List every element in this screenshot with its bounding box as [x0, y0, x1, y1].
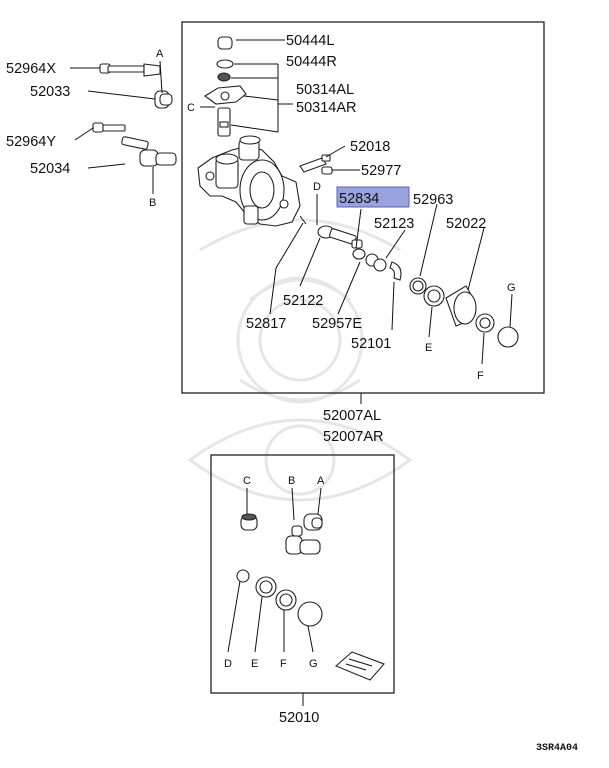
- bleeder-washer[interactable]: [216, 59, 234, 69]
- label-52817[interactable]: 52817: [246, 316, 286, 332]
- guide-pin-lower[interactable]: [92, 122, 149, 150]
- callout-c-kit: C: [243, 475, 251, 487]
- piston-52022[interactable]: [445, 285, 477, 327]
- label-52977[interactable]: 52977: [361, 163, 401, 179]
- seal-52963[interactable]: [409, 277, 427, 295]
- label-52964x[interactable]: 52964X: [6, 61, 56, 77]
- kit-bleeder-cap-c[interactable]: [240, 513, 258, 531]
- kit-pin-boot-b[interactable]: [285, 525, 321, 555]
- bleeder-cap[interactable]: [217, 36, 233, 50]
- label-50314ar[interactable]: 50314AR: [296, 100, 356, 116]
- bleeder-nut[interactable]: [217, 72, 231, 82]
- guide-pin-upper[interactable]: [99, 63, 161, 77]
- callout-f-top: F: [477, 370, 484, 382]
- label-50444r[interactable]: 50444R: [286, 54, 337, 70]
- caliper-bracket-clip[interactable]: [204, 85, 247, 105]
- spring-52957e[interactable]: [352, 248, 366, 260]
- label-52034[interactable]: 52034: [30, 161, 70, 177]
- diagram-code: 3SR4A04: [536, 743, 578, 754]
- caliper-assembly-frame: [181, 21, 545, 394]
- callout-g-top: G: [507, 282, 516, 294]
- callout-e-kit: E: [251, 658, 258, 670]
- label-52022[interactable]: 52022: [446, 216, 486, 232]
- pin-boot-b[interactable]: [139, 149, 177, 167]
- label-52010[interactable]: 52010: [279, 710, 319, 726]
- adjuster-bolt-52122[interactable]: [329, 228, 363, 249]
- label-52033[interactable]: 52033: [30, 84, 70, 100]
- kit-pin-boot-a[interactable]: [303, 513, 323, 531]
- label-52957e[interactable]: 52957E: [312, 316, 362, 332]
- fitting-52977[interactable]: [321, 166, 333, 175]
- callout-d-kit: D: [224, 658, 232, 670]
- watermark: [187, 218, 413, 502]
- kit-ring-g[interactable]: [297, 601, 323, 627]
- pin-boot-a[interactable]: [154, 90, 173, 109]
- callout-e-top: E: [425, 342, 432, 354]
- callout-c-top: C: [187, 102, 195, 114]
- kit-boot-f[interactable]: [275, 589, 297, 611]
- label-50314al[interactable]: 50314AL: [296, 82, 354, 98]
- label-52007al[interactable]: 52007AL: [323, 408, 381, 424]
- ring-52123[interactable]: [365, 253, 387, 272]
- bleeder-screw[interactable]: [217, 107, 231, 137]
- label-52122[interactable]: 52122: [283, 293, 323, 309]
- clip-52101[interactable]: [389, 261, 402, 281]
- ring-g[interactable]: [497, 326, 519, 348]
- fitting-52018[interactable]: [299, 154, 331, 173]
- caliper-body[interactable]: [197, 135, 301, 227]
- callout-b-left: B: [149, 197, 156, 209]
- label-52101[interactable]: 52101: [351, 336, 391, 352]
- label-52007ar[interactable]: 52007AR: [323, 429, 383, 445]
- callout-b-kit: B: [288, 475, 295, 487]
- callout-d-top: D: [313, 181, 321, 193]
- callout-f-kit: F: [280, 658, 287, 670]
- kit-seal-e[interactable]: [255, 576, 277, 598]
- label-52964y[interactable]: 52964Y: [6, 134, 56, 150]
- piston-seal-52817[interactable]: [299, 215, 307, 225]
- highlight-52834[interactable]: [336, 186, 410, 208]
- boot-f[interactable]: [475, 313, 495, 333]
- callout-g-kit: G: [309, 658, 318, 670]
- label-52018[interactable]: 52018: [350, 139, 390, 155]
- label-52834[interactable]: 52834: [339, 191, 379, 207]
- label-52963[interactable]: 52963: [413, 192, 453, 208]
- kit-seal-d[interactable]: [236, 569, 250, 583]
- callout-a-kit: A: [317, 475, 325, 487]
- piston-seal-e[interactable]: [423, 285, 445, 307]
- kit-grease-packet[interactable]: [334, 651, 385, 681]
- callout-a-top: A: [156, 48, 164, 60]
- label-50444l[interactable]: 50444L: [286, 33, 334, 49]
- label-52123[interactable]: 52123: [374, 216, 414, 232]
